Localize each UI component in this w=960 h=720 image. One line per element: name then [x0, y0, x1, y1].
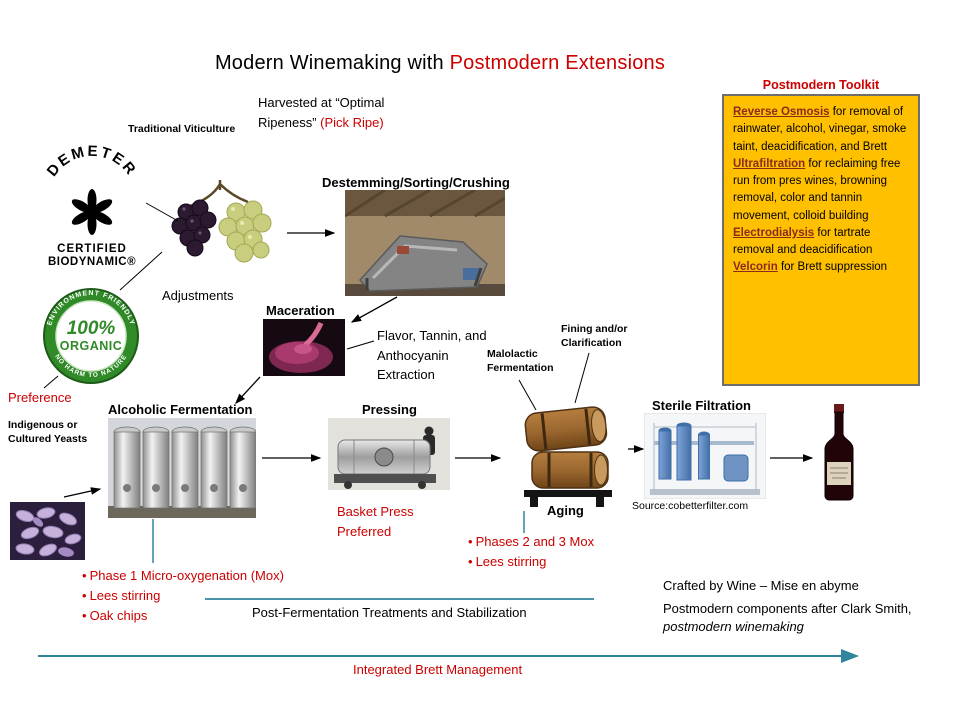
malolactic-label: Malolactic Fermentation — [487, 348, 554, 375]
demeter-biodynamic-text: BIODYNAMIC® — [48, 256, 136, 268]
post-fermentation-label: Post-Fermentation Treatments and Stabili… — [252, 605, 527, 620]
aging-label: Aging — [547, 503, 584, 518]
page-title: Modern Winemaking with Postmodern Extens… — [160, 52, 720, 75]
fermentation-tanks-image — [108, 418, 256, 518]
line-fining-to-barrels — [574, 352, 590, 404]
filtration-source-label: Source:cobetterfilter.com — [632, 500, 749, 512]
preference-label: Preference — [8, 390, 72, 405]
credit-book-title: postmodern winemaking — [663, 619, 804, 634]
tank-bullet: Lees stirring — [82, 586, 284, 606]
yeasts-label: Indigenous or Cultured Yeasts — [8, 419, 88, 446]
title-main: Modern Winemaking with — [214, 52, 450, 74]
demeter-certified-text: CERTIFIED — [57, 243, 127, 255]
toolkit-box: Reverse Osmosis for removal of rainwater… — [722, 94, 920, 386]
grapes-image — [158, 178, 283, 263]
tank-bullet: Phase 1 Micro-oxygenation (Mox) — [82, 566, 284, 586]
traditional-viticulture-label: Traditional Viticulture — [128, 123, 236, 135]
arrow-maceration-to-fermentation — [235, 376, 261, 404]
credit-line2: Postmodern components after Clark Smith, — [663, 601, 912, 616]
destemming-image — [345, 190, 505, 296]
organic-100-logo: ENVIRONMENT FRIENDLY NO HARM TO NATURE 1… — [34, 286, 149, 386]
toolkit-desc: for reclaiming free run from pres wines,… — [733, 157, 901, 222]
tank-bullet-list: Phase 1 Micro-oxygenation (Mox) Lees sti… — [82, 566, 284, 626]
harvested-label: Harvested at “Optimal Ripeness” (Pick Ri… — [258, 93, 420, 132]
title-accent: Postmodern Extensions — [449, 52, 666, 74]
adjustments-label: Adjustments — [162, 288, 234, 303]
extraction-label: Flavor, Tannin, and Anthocyanin Extracti… — [377, 328, 487, 382]
fining-label: Fining and/or Clarification — [561, 323, 628, 350]
toolkit-term: Reverse Osmosis — [733, 106, 830, 118]
line-maceration-to-extraction — [346, 340, 375, 350]
sterile-filtration-label: Sterile Filtration — [652, 398, 751, 413]
press-image — [328, 418, 450, 490]
toolkit-item: Ultrafiltration for reclaiming free run … — [733, 156, 909, 225]
maceration-image — [263, 319, 345, 376]
toolkit-term: Ultrafiltration — [733, 157, 806, 170]
organic-word-text: ORGANIC — [60, 339, 123, 353]
aging-bullet: Phases 2 and 3 Mox — [468, 532, 595, 552]
wine-bottle-image — [820, 404, 858, 502]
arrow-destemming-to-maceration — [350, 296, 398, 323]
toolkit-term: Electrodialysis — [733, 226, 815, 239]
toolkit-desc: for Brett suppression — [777, 261, 888, 274]
toolkit-desc: for removal of rainwater, alcohol, vineg… — [733, 106, 907, 153]
aging-bullet-list: Phases 2 and 3 Mox Lees stirring — [468, 532, 595, 572]
alcoholic-fermentation-label: Alcoholic Fermentation — [108, 402, 253, 417]
toolkit-item: Electrodialysis for tartrate removal and… — [733, 225, 909, 260]
demeter-flower-icon — [71, 189, 113, 235]
arrow-yeast-to-tanks — [63, 487, 102, 498]
maceration-label: Maceration — [266, 303, 335, 318]
svg-text:DEMETER: DEMETER — [44, 143, 141, 180]
filtration-image — [644, 413, 766, 499]
pressing-label: Pressing — [362, 402, 417, 417]
brett-management-label: Integrated Brett Management — [353, 662, 523, 677]
demeter-biodynamic-logo: DEMETER CERTIFIED BIODYNAMIC® — [36, 138, 148, 268]
yeast-image — [10, 502, 85, 560]
toolkit-term: Velcorin — [733, 261, 778, 274]
organic-percent-text: 100% — [67, 318, 116, 339]
toolkit-desc: for tartrate removal and deacidification — [733, 226, 873, 256]
harvested-text: Harvested at “Optimal Ripeness” — [258, 95, 385, 130]
barrels-image — [508, 400, 626, 510]
tank-bullet: Oak chips — [82, 606, 284, 626]
destemming-label: Destemming/Sorting/Crushing — [322, 175, 510, 190]
toolkit-item: Velcorin for Brett suppression — [733, 259, 909, 276]
credit-line1: Crafted by Wine – Mise en abyme — [663, 578, 859, 593]
toolkit-heading: Postmodern Toolkit — [762, 78, 880, 92]
demeter-arc-text: DEMETER — [44, 143, 138, 180]
aging-bullet: Lees stirring — [468, 552, 594, 572]
toolkit-item: Reverse Osmosis for removal of rainwater… — [733, 104, 909, 156]
basket-press-note: Basket Press Preferred — [337, 504, 414, 539]
pick-ripe-text: (Pick Ripe) — [320, 114, 384, 130]
